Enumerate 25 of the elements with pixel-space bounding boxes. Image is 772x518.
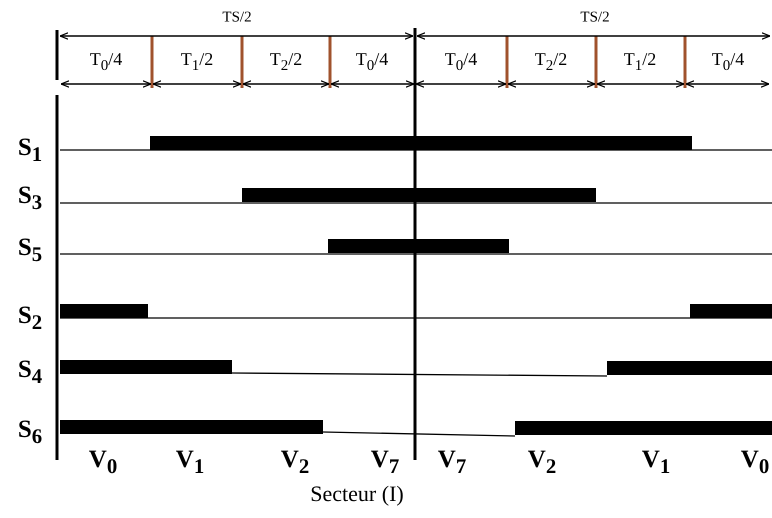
signal-label: S$_{6}$ bbox=[18, 417, 42, 447]
signal-label: S$_{3}$ bbox=[18, 183, 42, 213]
interval-label: T$_{2}$/2 bbox=[534, 50, 568, 74]
vector-label: V$_{7}$ bbox=[438, 447, 466, 477]
vector-label: V$_{0}$ bbox=[740, 447, 770, 477]
signal-label: S$_{1}$ bbox=[18, 135, 42, 165]
interval-label: T$_{0}$/4 bbox=[356, 50, 388, 74]
caption: Secteur (I) bbox=[310, 483, 404, 505]
signal-label: S$_{2}$ bbox=[18, 303, 42, 333]
interval-label: T$_{1}$/2 bbox=[180, 50, 214, 74]
vector-label: V$_{2}$ bbox=[528, 447, 556, 477]
vector-label: V$_{1}$ bbox=[176, 447, 204, 477]
interval-label: T$_{2}$/2 bbox=[270, 50, 302, 74]
period-label: TS/2 bbox=[222, 10, 252, 26]
interval-label: T$_{0}$/4 bbox=[712, 50, 744, 74]
interval-label: T$_{0}$/4 bbox=[90, 50, 122, 74]
interval-label: T$_{1}$/2 bbox=[624, 50, 656, 74]
period-label: TS/2 bbox=[580, 10, 610, 26]
vector-label: V$_{2}$ bbox=[280, 447, 310, 477]
signal-label: S$_{4}$ bbox=[18, 357, 42, 387]
vector-label: V$_{1}$ bbox=[642, 447, 670, 477]
interval-label: T$_{0}$/4 bbox=[444, 50, 478, 74]
vector-label: V$_{7}$ bbox=[370, 447, 400, 477]
vector-label: V$_{0}$ bbox=[88, 447, 118, 477]
signal-label: S$_{5}$ bbox=[18, 235, 42, 265]
